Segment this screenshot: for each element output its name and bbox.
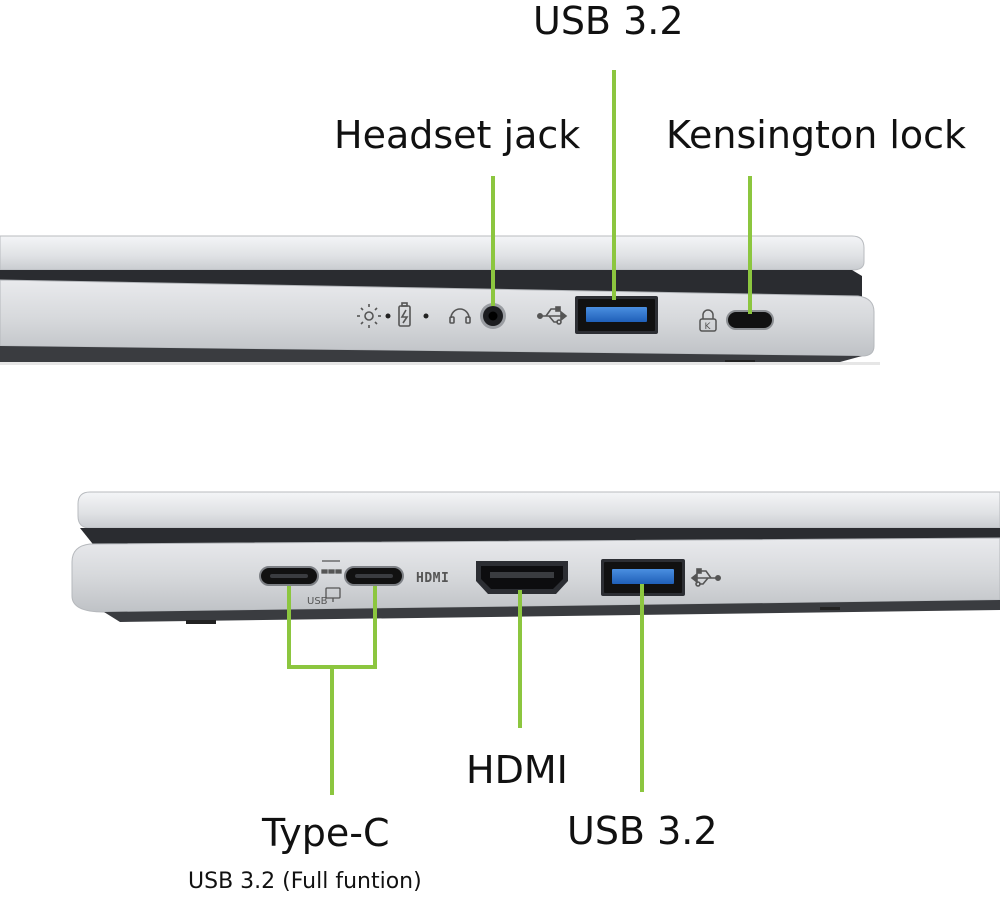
brightness-icon <box>357 304 381 328</box>
label-kensington-lock: Kensington lock <box>666 113 967 157</box>
usb-icon <box>690 568 721 587</box>
usb-a-port-left <box>601 559 685 596</box>
laptop-left-side: USB HDMI <box>71 491 1000 624</box>
label-usb-top: USB 3.2 <box>533 0 684 43</box>
callout-lines-top <box>491 70 752 314</box>
laptop-lid-left <box>77 491 1000 529</box>
display-icon <box>321 560 342 602</box>
laptop-lid <box>0 235 865 271</box>
laptop-right-side: K <box>0 235 880 365</box>
svg-text:K: K <box>705 322 712 332</box>
lock-icon: K <box>699 309 717 332</box>
label-headset-jack: Headset jack <box>334 113 581 157</box>
label-type-c-subtitle: USB 3.2 (Full funtion) <box>188 869 422 894</box>
label-hdmi: HDMI <box>466 748 568 792</box>
headset-jack-port <box>480 303 506 329</box>
usb-port-print: USB <box>307 596 328 607</box>
label-usb-bottom: USB 3.2 <box>567 809 718 853</box>
usb-a-port-right <box>575 296 658 334</box>
battery-charge-icon <box>398 302 411 327</box>
battery-led <box>423 313 429 319</box>
power-led <box>385 313 391 319</box>
callout-lines-bottom <box>287 584 644 795</box>
hdmi-port-print: HDMI <box>416 571 449 586</box>
usb-icon <box>536 306 568 325</box>
headset-icon <box>449 308 471 324</box>
label-type-c: Type-C <box>262 811 390 855</box>
hdmi-port <box>476 561 568 594</box>
